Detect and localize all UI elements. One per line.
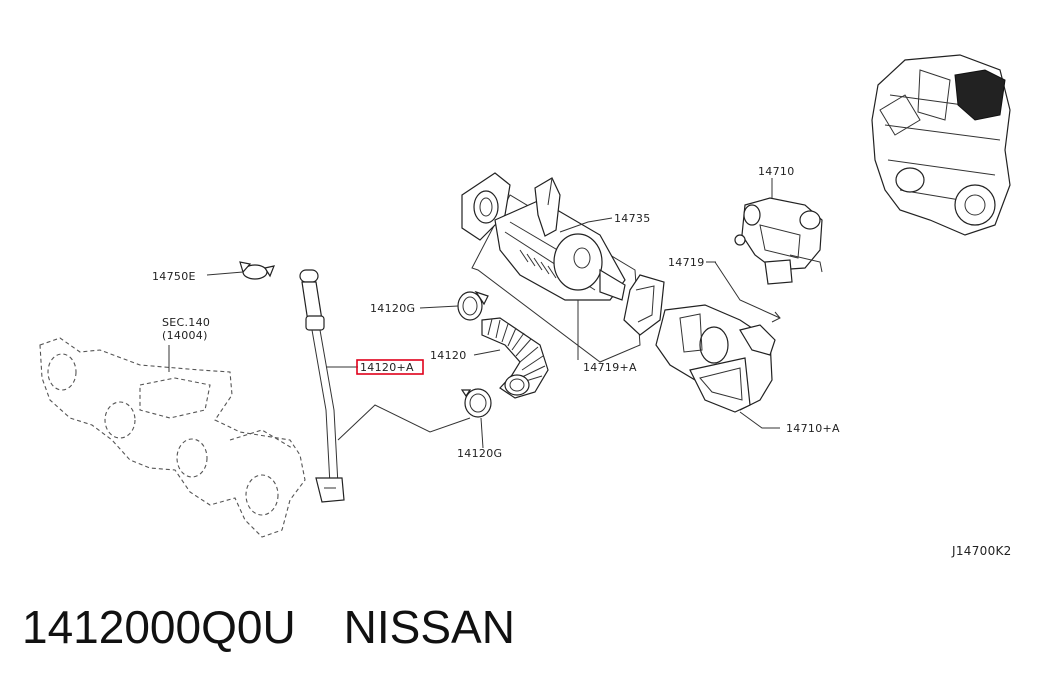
clamp-14750e: [239, 261, 275, 280]
figure-code: J14700K2: [951, 544, 1012, 558]
brand-name: NISSAN: [343, 601, 515, 653]
label-14120g-bottom: 14120G: [457, 447, 502, 460]
egr-cooler-box: [471, 194, 641, 363]
egr-parts-diagram: 14750E SEC.140 (14004) 14120+A 14120G 14…: [39, 54, 1012, 558]
label-14735: 14735: [614, 212, 651, 225]
label-14120g-top: 14120G: [370, 302, 415, 315]
engine-thumbnail-icon: [871, 54, 1011, 236]
egr-tube-14120a: [299, 269, 345, 503]
egr-hose-14120: [481, 317, 549, 399]
highlight-box-14120a: [356, 359, 424, 375]
exhaust-manifold-outline: [39, 337, 306, 538]
leader-lines: [168, 178, 780, 449]
footer-caption: 1412000Q0U NISSAN: [22, 596, 515, 658]
label-14710: 14710: [758, 165, 795, 178]
part-number: 1412000Q0U: [22, 601, 296, 653]
label-14120a[interactable]: 14120+A: [360, 361, 414, 374]
label-14750e: 14750E: [152, 270, 196, 283]
label-14120: 14120: [430, 349, 467, 362]
clamp-14120g-top: [457, 290, 489, 321]
label-sec140: SEC.140: [162, 316, 210, 329]
label-14710a: 14710+A: [786, 422, 840, 435]
label-14719a: 14719+A: [583, 361, 637, 374]
label-sec140-ref: (14004): [162, 329, 208, 342]
clamp-14120g-bottom: [460, 388, 492, 418]
egr-cooler-14735: [461, 172, 665, 336]
egr-valve-14710a: [655, 304, 776, 413]
label-14719: 14719: [668, 256, 705, 269]
egr-valve-14710: [734, 197, 823, 285]
